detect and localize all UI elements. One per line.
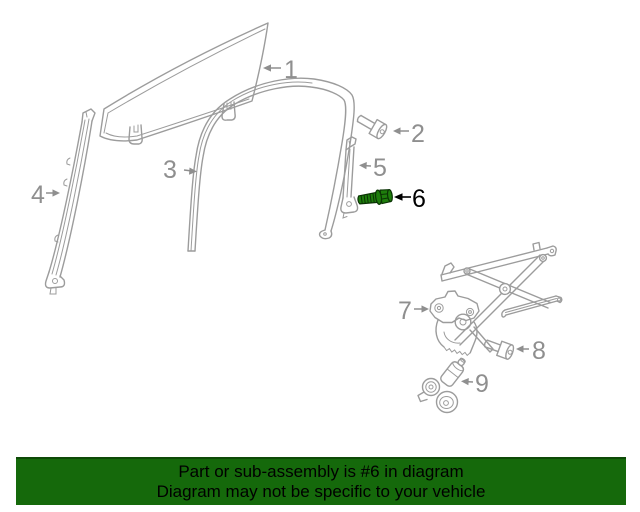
callout-6-highlighted: 6 [394,185,426,213]
bolt-part-2 [356,114,388,140]
callout-8: 8 [516,337,546,365]
callout-7: 7 [398,297,429,325]
part-label-5: 5 [373,154,387,182]
part-label-6: 6 [412,185,426,213]
glass-clip [221,101,236,121]
part-label-9: 9 [475,370,489,398]
callout-3: 3 [163,156,197,184]
highlight-banner: Part or sub-assembly is #6 in diagram Di… [16,457,626,505]
callout-1: 1 [263,56,298,84]
part-label-8: 8 [532,337,546,365]
callout-5: 5 [359,154,387,182]
door-glass-part [99,22,269,145]
run-channel-part [187,77,355,252]
part-label-7: 7 [398,297,412,325]
window-regulator-part [429,241,563,357]
part-label-3: 3 [163,156,177,184]
rear-channel-part [340,136,359,219]
glass-clip [128,124,143,145]
callout-4: 4 [31,181,60,209]
front-channel-part [44,108,96,295]
part-label-1: 1 [284,56,298,84]
bolt-part-8 [483,339,515,360]
regulator-motor-part [417,357,466,414]
part-label-4: 4 [31,181,45,209]
banner-line-2: Diagram may not be specific to your vehi… [156,481,486,501]
callout-9: 9 [461,370,489,398]
banner-line-1: Part or sub-assembly is #6 in diagram [178,462,464,481]
callout-2: 2 [393,120,425,148]
highlighted-bolt-part-6 [357,189,393,205]
part-label-2: 2 [411,120,425,148]
